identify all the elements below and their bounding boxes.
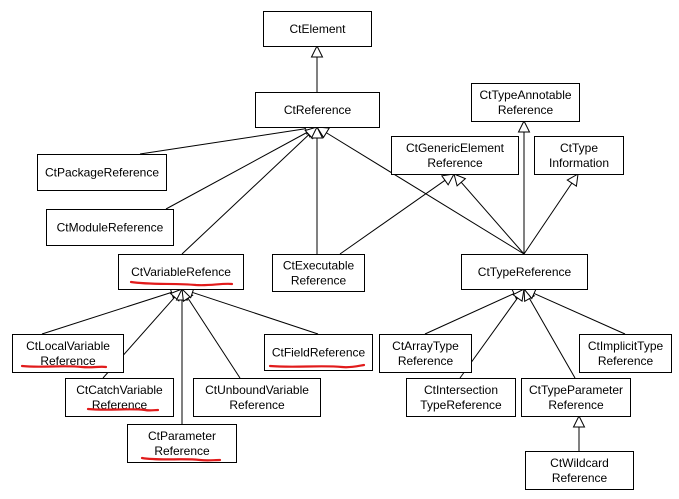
class-box	[263, 11, 372, 47]
inheritance-edge-cttypeparameterreference-to-cttypereference	[529, 298, 576, 379]
class-label-line: Reference	[498, 103, 554, 117]
class-label-line: Reference	[154, 444, 210, 458]
class-node-ctmodulereference: CtModuleReference	[46, 209, 174, 246]
class-box	[406, 378, 516, 417]
class-label-line: CtWildcard	[550, 456, 609, 470]
class-label-line: Reference	[40, 354, 96, 368]
inheritance-edge-cttypereference-to-ctreference	[326, 132, 525, 255]
class-label-line: CtReference	[284, 103, 352, 117]
class-label-line: CtFieldReference	[272, 346, 366, 360]
class-box	[521, 378, 631, 417]
class-label-line: CtUnboundVariable	[205, 383, 309, 397]
class-label-line: CtArrayType	[392, 339, 459, 353]
class-label-line: CtElement	[289, 22, 346, 36]
class-box	[525, 451, 634, 490]
class-nodes: CtElementCtReferenceCtTypeAnnotableRefer…	[12, 11, 672, 490]
class-label-line: CtTypeReference	[478, 265, 572, 279]
inheritance-arrowhead	[440, 173, 455, 186]
class-box	[255, 92, 380, 128]
inheritance-arrowhead	[566, 173, 579, 188]
class-label-line: CtIntersection	[424, 383, 498, 397]
class-box	[193, 378, 321, 417]
class-label-line: TypeReference	[420, 398, 502, 412]
class-node-ctpackagereference: CtPackageReference	[37, 154, 167, 191]
inheritance-edge-ctvariablerefence-to-ctreference	[181, 134, 310, 255]
class-box	[127, 424, 237, 463]
class-label-line: CtImplicitType	[588, 339, 664, 353]
red-underline-ctparameterreference	[140, 456, 222, 462]
class-label-line: CtCatchVariable	[76, 383, 163, 397]
red-underline-annotations	[20, 280, 366, 462]
inheritance-arrowhead	[517, 119, 531, 133]
class-label-line: CtLocalVariable	[26, 339, 110, 353]
class-node-ctreference: CtReference	[255, 92, 380, 128]
inheritance-arrowhead	[310, 125, 324, 139]
inheritance-arrowhead	[453, 173, 467, 187]
class-box	[264, 334, 373, 371]
class-label-line: CtPackageReference	[45, 166, 159, 180]
inheritance-edge-cttypereference-to-ctgenericelement	[460, 181, 525, 255]
class-label-line: Reference	[229, 398, 285, 412]
class-box	[461, 254, 588, 290]
class-label-line: Reference	[427, 156, 483, 170]
class-label-line: Reference	[598, 354, 654, 368]
class-box	[391, 136, 519, 175]
class-box	[37, 154, 167, 191]
class-box	[534, 136, 624, 175]
inheritance-edge-ctimplicittypereference-to-cttypereference	[533, 293, 626, 335]
class-label-line: CtTypeAnnotable	[479, 88, 571, 102]
class-label-line: CtType	[560, 141, 598, 155]
inheritance-edge-cttypereference-to-cttypeinformation	[523, 182, 573, 255]
class-label-line: CtGenericElement	[406, 141, 505, 155]
class-node-cttypereference: CtTypeReference	[461, 254, 588, 290]
inheritance-edge-ctfieldreference-to-ctvariablerefence	[192, 291, 319, 335]
class-box	[379, 334, 472, 373]
inheritance-edge-ctlocalvariablereference-to-ctvariablerefence	[41, 291, 172, 335]
inheritance-arrowhead	[512, 288, 525, 303]
class-label-line: CtParameter	[148, 429, 216, 443]
red-underline-ctcatchvariablereference	[86, 407, 160, 412]
inheritance-edge-ctexecutablereference-to-ctgenericelement	[339, 179, 446, 255]
inheritance-edge-ctarraytypereference-to-cttypereference	[424, 293, 515, 335]
class-label-line: Information	[549, 156, 609, 170]
inheritance-edge-ctmodulereference-to-ctreference	[165, 131, 308, 210]
class-label-line: Reference	[398, 354, 454, 368]
inheritance-edge-ctpackagereference-to-ctreference	[139, 128, 307, 155]
class-box	[471, 83, 580, 122]
inheritance-arrowhead	[310, 44, 324, 58]
class-label-line: Reference	[291, 274, 347, 288]
class-box	[46, 209, 174, 246]
class-label-line: CtExecutable	[283, 259, 355, 273]
red-underline-ctfieldreference	[268, 363, 366, 369]
class-box	[272, 254, 365, 292]
red-underline-ctvariablerefence	[129, 280, 234, 287]
red-underline-ctlocalvariablereference	[20, 364, 108, 369]
class-label-line: Reference	[552, 471, 608, 485]
inheritance-arrowhead	[572, 414, 586, 428]
inheritance-edges	[41, 44, 626, 451]
class-node-ctelement: CtElement	[263, 11, 372, 47]
class-node-ctfieldreference: CtFieldReference	[264, 334, 373, 371]
class-box	[579, 334, 672, 373]
class-label-line: CtModuleReference	[57, 221, 164, 235]
class-label-line: Reference	[548, 398, 604, 412]
inheritance-edge-ctunboundvariablereference-to-ctvariablerefence	[187, 297, 241, 379]
class-label-line: CtVariableRefence	[131, 265, 231, 279]
class-label-line: CtTypeParameter	[529, 383, 623, 397]
